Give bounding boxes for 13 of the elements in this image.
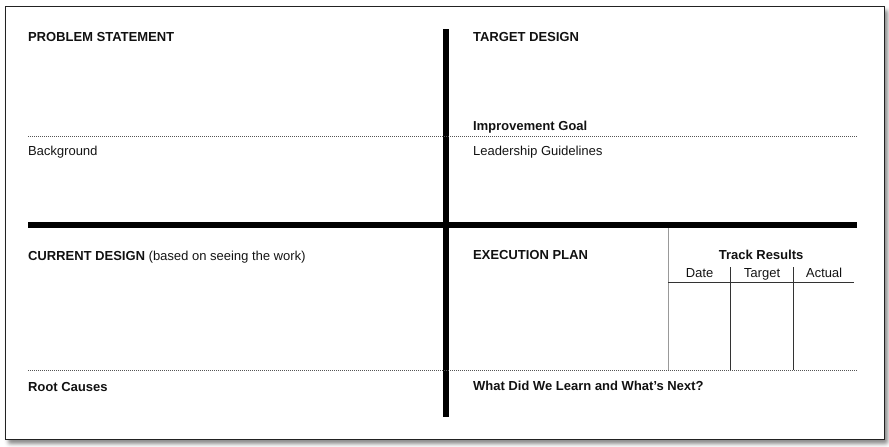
section-label: Leadership Guidelines xyxy=(473,143,602,158)
section-label: Background xyxy=(28,143,98,158)
section-heading: CURRENT DESIGN (based on seeing the work) xyxy=(28,248,306,262)
column-header: Actual xyxy=(804,265,844,280)
section-heading: TARGET DESIGN xyxy=(473,29,579,44)
table-title: Track Results xyxy=(718,246,804,262)
section-label: Root Causes xyxy=(28,379,108,394)
section-heading: PROBLEM STATEMENT xyxy=(28,29,174,44)
section-label: What Did We Learn and What’s Next? xyxy=(473,378,704,393)
section-heading: EXECUTION PLAN xyxy=(473,246,588,262)
section-label: Improvement Goal xyxy=(473,118,588,132)
column-header: Date xyxy=(684,265,714,280)
column-header: Target xyxy=(742,265,782,280)
